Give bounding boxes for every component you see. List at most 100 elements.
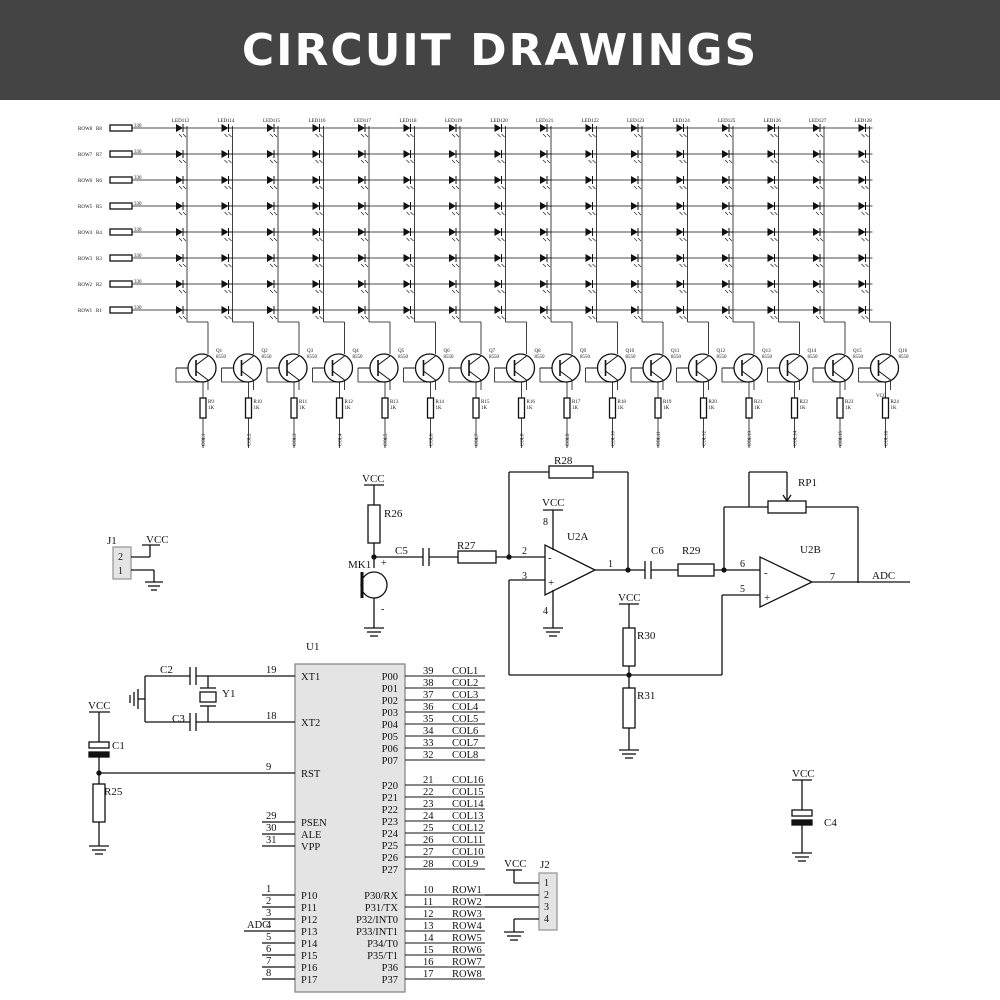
led-label: LED125	[718, 119, 736, 124]
transistor-ref: Q14	[808, 349, 817, 354]
vcc-label: VCC	[504, 858, 527, 870]
mcu-pin-number: 33	[423, 738, 434, 749]
led	[176, 254, 187, 268]
row-resistor	[109, 176, 133, 184]
column-resistor-value: 1K	[208, 406, 215, 411]
led	[858, 176, 870, 190]
row-resistor-label: R8	[96, 127, 102, 132]
column-resistor-ref: R12	[345, 400, 354, 405]
transistor	[414, 353, 445, 383]
led	[221, 306, 233, 320]
mcu-pin-number: 3	[266, 908, 271, 919]
column-resistor	[335, 397, 344, 419]
row-resistor-label: R5	[96, 205, 102, 210]
column-resistor	[790, 397, 799, 419]
led	[858, 228, 870, 242]
mcu-pin-number: 30	[266, 823, 277, 834]
y1-label: Y1	[222, 688, 235, 700]
adc-label: ADC	[872, 570, 895, 582]
pin-label: 5	[740, 584, 745, 595]
column-resistor-ref: R23	[845, 400, 854, 405]
vcc-label: VCC	[876, 394, 887, 399]
led	[494, 306, 506, 320]
led	[858, 124, 870, 138]
transistor-type: 8550	[899, 355, 910, 360]
led	[722, 228, 733, 242]
column-net-label: COL6	[430, 433, 435, 446]
led	[676, 254, 688, 268]
net-label: COL4	[452, 702, 479, 713]
led	[813, 176, 824, 190]
mcu-pin-number: 11	[423, 897, 433, 908]
column-net-label: COL13	[748, 431, 753, 447]
amplifier-circuit	[360, 465, 910, 759]
led	[403, 306, 415, 320]
led	[858, 306, 870, 320]
column-resistor	[517, 397, 526, 419]
transistor	[232, 353, 263, 383]
transistor	[187, 353, 217, 383]
column-net-label: COL9	[566, 433, 571, 446]
led	[312, 176, 324, 190]
r31-label: R31	[637, 690, 655, 702]
r31-resistor	[622, 687, 636, 729]
led	[358, 280, 369, 294]
j1-pin-label: 2	[118, 552, 123, 563]
r26-label: R26	[384, 508, 403, 520]
transistor-type: 8550	[626, 355, 637, 360]
transistor-type: 8550	[808, 355, 819, 360]
led	[676, 306, 688, 320]
mcu-pin-number: 14	[423, 933, 434, 944]
net-label: ROW5	[452, 933, 482, 944]
row-resistor-label: R3	[96, 257, 102, 262]
r27-resistor	[457, 550, 497, 564]
r28-label: R28	[554, 455, 573, 467]
led	[358, 150, 369, 164]
led	[631, 202, 642, 216]
mcu-pin-name: P33/INT1	[356, 927, 398, 938]
column-net-label: COL12	[703, 431, 708, 447]
transistor-ref: Q8	[535, 349, 542, 354]
led-label: LED116	[309, 119, 327, 124]
led-label: LED119	[445, 119, 463, 124]
vcc-label: VCC	[618, 592, 641, 604]
pin-label: 7	[830, 572, 835, 583]
row-resistor-label: R4	[96, 231, 102, 236]
transistor-ref: Q9	[580, 349, 587, 354]
mcu-pin-name: P16	[301, 963, 317, 974]
row-resistor-value: 330	[134, 124, 142, 129]
transistor	[596, 353, 627, 383]
column-net-label: COL7	[475, 433, 480, 446]
led	[631, 124, 642, 138]
mcu-pin-number: 18	[266, 711, 277, 722]
mic-plus-label: +	[381, 558, 387, 569]
led	[722, 202, 733, 216]
mcu-pin-name: P04	[382, 720, 399, 731]
net-label: COL12	[452, 823, 484, 834]
led	[449, 254, 460, 268]
led	[449, 124, 460, 138]
led	[631, 228, 642, 242]
mcu-pin-number: 37	[423, 690, 434, 701]
r29-label: R29	[682, 545, 701, 557]
led	[449, 176, 460, 190]
row-label: ROW4	[78, 231, 93, 236]
transistor-ref: Q12	[717, 349, 726, 354]
mcu-pin-number: 19	[266, 665, 277, 676]
mcu-pin-number: 39	[423, 666, 434, 677]
mic-minus-label: -	[381, 604, 384, 615]
column-resistor-ref: R13	[390, 400, 399, 405]
c1-label: C1	[112, 740, 125, 752]
led	[221, 202, 233, 216]
led	[358, 254, 369, 268]
mcu-pin-number: 13	[423, 921, 434, 932]
transistor-ref: Q16	[899, 349, 908, 354]
led	[722, 150, 733, 164]
led	[585, 280, 597, 294]
led-label: LED118	[400, 119, 418, 124]
mcu-pin-name: P35/T1	[367, 951, 398, 962]
led	[767, 306, 779, 320]
led	[767, 254, 779, 268]
mcu-pin-number: 10	[423, 885, 434, 896]
